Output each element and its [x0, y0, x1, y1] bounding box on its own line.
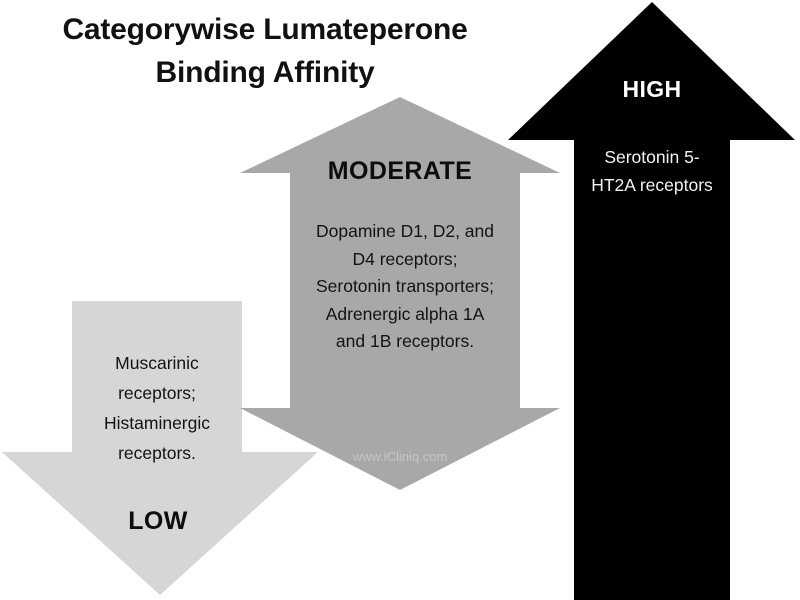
high-category-label: HIGH	[622, 76, 682, 102]
page-title: Categorywise Lumateperone Binding Affini…	[62, 13, 468, 89]
moderate-category-receptors: Dopamine D1, D2, and D4 receptors; Serot…	[315, 221, 495, 351]
watermark: www.iCliniq.com	[352, 449, 448, 464]
low-category-label: LOW	[128, 507, 188, 535]
low-arrow-shape	[2, 301, 318, 595]
high-category-receptors: Serotonin 5- HT2A receptors	[591, 147, 713, 195]
high-arrow-shape	[508, 2, 795, 600]
moderate-category-label: MODERATE	[327, 157, 473, 185]
moderate-arrow-shape	[240, 97, 560, 490]
low-category-receptors: Muscarinic receptors; Histaminergic rece…	[104, 353, 210, 463]
